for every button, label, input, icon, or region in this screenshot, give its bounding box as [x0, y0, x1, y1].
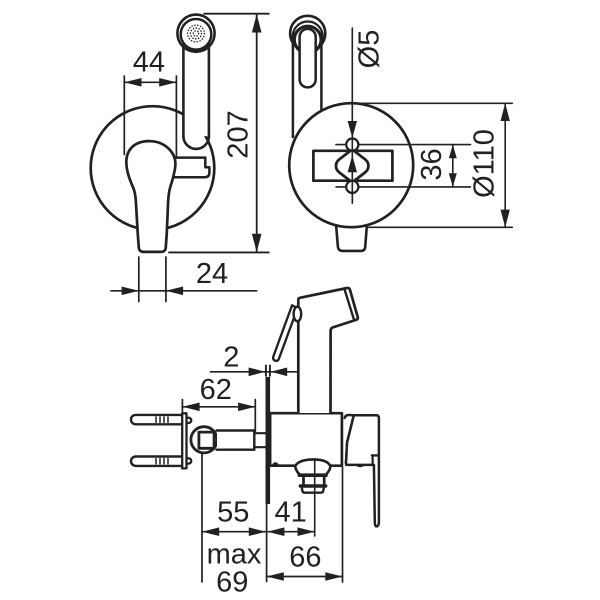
svg-text:207: 207 — [223, 110, 255, 158]
svg-text:44: 44 — [133, 47, 165, 79]
svg-text:41: 41 — [274, 497, 306, 529]
svg-text:66: 66 — [289, 541, 321, 573]
svg-text:Ø5: Ø5 — [354, 30, 386, 69]
svg-text:62: 62 — [200, 374, 232, 406]
svg-text:24: 24 — [196, 258, 228, 290]
svg-text:Ø110: Ø110 — [469, 129, 501, 198]
svg-text:max: max — [207, 538, 262, 570]
svg-text:55: 55 — [217, 496, 249, 528]
svg-text:69: 69 — [216, 566, 248, 598]
svg-text:2: 2 — [223, 341, 239, 373]
svg-text:36: 36 — [416, 148, 448, 180]
